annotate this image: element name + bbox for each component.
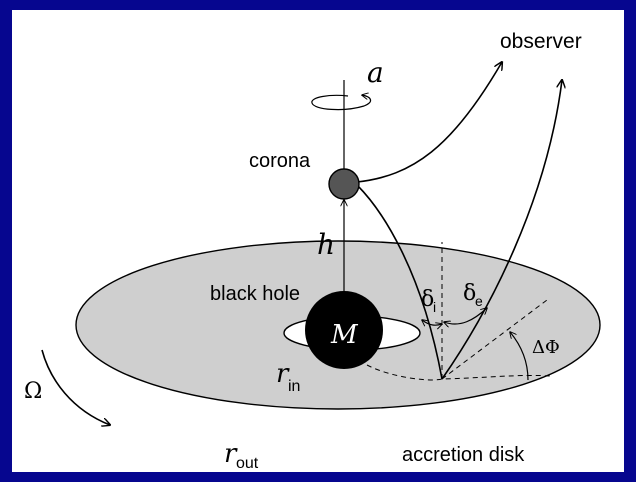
corona-label: corona: [249, 150, 311, 172]
spin-rotation-arrow: [312, 95, 371, 110]
delta-i-subscript: i: [433, 299, 436, 315]
spin-parameter-label: a: [367, 56, 384, 89]
omega-label: Ω: [24, 379, 42, 404]
observer-label: observer: [500, 30, 582, 53]
black-hole-label: black hole: [210, 283, 300, 305]
black-hole-corona-diagram: observer a corona h black hole M r in r …: [12, 10, 624, 472]
delta-phi-label: ΔΦ: [532, 337, 560, 358]
r-in-subscript: in: [288, 378, 300, 395]
height-label: h: [317, 228, 335, 261]
delta-e-subscript: e: [475, 293, 483, 309]
diagram-canvas: observer a corona h black hole M r in r …: [12, 10, 624, 472]
mass-label: M: [330, 320, 359, 350]
accretion-disk-label: accretion disk: [402, 444, 525, 466]
corona-sphere: [329, 169, 359, 199]
r-out-subscript: out: [236, 455, 259, 472]
omega-rotation-arrow: [42, 350, 110, 425]
